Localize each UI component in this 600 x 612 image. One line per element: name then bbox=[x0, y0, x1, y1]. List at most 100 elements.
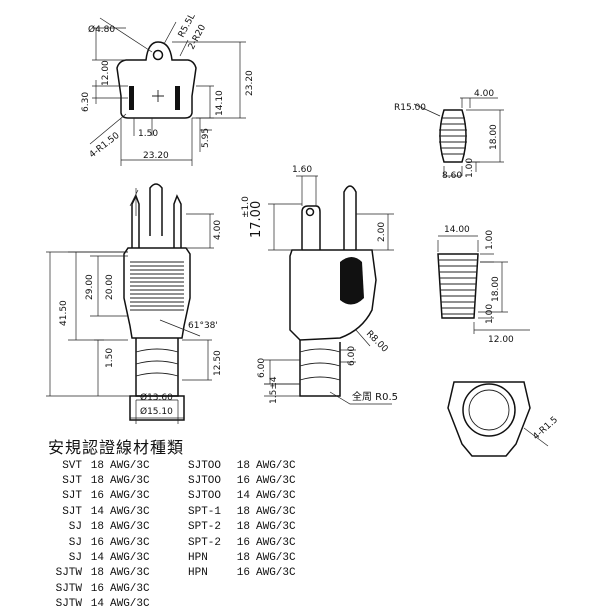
cable-wire: AWG/3C bbox=[256, 536, 296, 549]
cable-wire: AWG/3C bbox=[110, 598, 150, 611]
cable-gauge: 16 bbox=[236, 475, 250, 488]
dim-bottom-corner: 4-R1.5 bbox=[531, 415, 560, 442]
cable-gauge: 18 bbox=[90, 521, 104, 534]
cable-opening bbox=[462, 383, 516, 437]
cable-wire: AWG/3C bbox=[110, 475, 150, 488]
dim-body-height: 14.10 bbox=[215, 90, 225, 116]
strain-relief-front bbox=[135, 338, 179, 397]
dim-ground-offset: 5.95 bbox=[201, 128, 211, 148]
cable-wire: AWG/3C bbox=[256, 567, 296, 580]
dim-hole-dia: Ø4.80 bbox=[88, 24, 115, 35]
dim-strain-relief: 6.00 bbox=[257, 358, 267, 378]
prong-side bbox=[343, 185, 357, 250]
dim-top-height: 12.00 bbox=[101, 60, 111, 86]
cable-gauge: 16 bbox=[236, 536, 250, 549]
cable-type: SJTW bbox=[55, 567, 82, 580]
bottom-view: 4-R1.5 bbox=[447, 381, 560, 457]
dim-slot-span: 6.30 bbox=[81, 92, 91, 112]
spec-table-title: 安規認證線材種類 bbox=[48, 438, 185, 457]
cable-gauge: 16 bbox=[236, 567, 250, 580]
cable-gauge: 18 bbox=[90, 475, 104, 488]
gripper-top-outline bbox=[439, 109, 467, 163]
spec-table-row: HPN 16 AWG/3C bbox=[188, 566, 296, 581]
prong-left bbox=[131, 194, 140, 248]
cable-gauge: 18 bbox=[90, 459, 104, 472]
cable-type: SVT bbox=[62, 459, 82, 472]
dim-side-tolerance: ±1.0 bbox=[241, 196, 251, 218]
cable-gauge: 16 bbox=[90, 536, 104, 549]
strain-relief-side bbox=[299, 340, 341, 397]
cable-gauge: 18 bbox=[90, 567, 104, 580]
cable-type: SJT bbox=[62, 505, 82, 518]
cable-type: SJTOO bbox=[188, 490, 222, 503]
cable-wire: AWG/3C bbox=[256, 505, 296, 518]
plug-body-side bbox=[289, 249, 377, 341]
cable-gauge: 14 bbox=[90, 598, 104, 611]
gripper-top-view: R15.00 4.00 18.00 1.00 8.60 bbox=[394, 89, 504, 181]
spec-table-row: SVT 18 AWG/3C bbox=[34, 458, 150, 473]
dim-prong-offset: 2.00 bbox=[377, 222, 387, 242]
spec-table-row: SJTW 16 AWG/3C bbox=[34, 581, 150, 596]
cable-type: SJTW bbox=[55, 582, 82, 595]
cable-wire: AWG/3C bbox=[110, 521, 150, 534]
cable-wire: AWG/3C bbox=[110, 490, 150, 503]
side-grip-pad bbox=[340, 257, 364, 305]
strain-relief-ribs bbox=[135, 348, 179, 377]
cable-type: SJTOO bbox=[188, 459, 222, 472]
cable-type: SJT bbox=[62, 490, 82, 503]
cable-gauge: 18 bbox=[236, 521, 250, 534]
dim-gripper-top-width: 4.00 bbox=[474, 89, 494, 99]
cable-gauge: 16 bbox=[90, 582, 104, 595]
prong-slot-left bbox=[129, 86, 134, 110]
cable-type: SJTW bbox=[55, 598, 82, 611]
dim-overall-width: 23.20 bbox=[143, 151, 169, 161]
spec-table-row: SJ 18 AWG/3C bbox=[34, 520, 150, 535]
dim-base-dia: Ø15.10 bbox=[140, 406, 173, 417]
dim-slot-width: 1.50 bbox=[138, 129, 158, 139]
cable-gauge: 18 bbox=[236, 459, 250, 472]
pin-hole bbox=[305, 207, 315, 217]
cable-wire: AWG/3C bbox=[110, 505, 150, 518]
dim-pin-hole: 1.60 bbox=[292, 165, 312, 175]
cable-wire: AWG/3C bbox=[256, 475, 296, 488]
ground-pin-side bbox=[301, 205, 321, 250]
ground-pin bbox=[149, 183, 163, 236]
cable-gauge: 14 bbox=[90, 505, 104, 518]
gripper-top-ribs bbox=[439, 117, 467, 155]
spec-table-row: SJT 14 AWG/3C bbox=[34, 504, 150, 519]
cable-type: SJ bbox=[68, 536, 82, 549]
plug-body-front bbox=[123, 247, 191, 339]
dim-base-offset: 1.5±4 bbox=[269, 376, 279, 404]
dim-corner-radius: 4-R1.50 bbox=[88, 131, 122, 161]
dim-overall-height-front: 41.50 bbox=[59, 300, 69, 326]
dim-neck-dia: Ø13.60 bbox=[140, 392, 173, 403]
cable-gauge: 18 bbox=[236, 552, 250, 565]
dim-rib-gap: 6.00 bbox=[347, 346, 357, 366]
bottom-outline bbox=[447, 381, 531, 457]
cable-wire: AWG/3C bbox=[110, 536, 150, 549]
cable-gauge: 18 bbox=[236, 505, 250, 518]
cable-boot bbox=[129, 395, 185, 421]
cable-type: SPT-2 bbox=[188, 536, 222, 549]
dim-gripper-height: 18.00 bbox=[489, 124, 499, 150]
cable-type: SJ bbox=[68, 521, 82, 534]
front-view: 4.00 20.00 29.00 41.50 61°38' 1.50 12.50… bbox=[46, 183, 223, 424]
side-view: 1.60 17.00 ±1.0 2.00 R8.00 6.00 6.00 1.5… bbox=[241, 165, 398, 405]
ground-slot-center bbox=[152, 90, 164, 102]
cable-wire: AWG/3C bbox=[110, 582, 150, 595]
cable-type: SJ bbox=[68, 552, 82, 565]
dim-grip-height: 20.00 bbox=[105, 274, 115, 300]
dim-overall-height: 23.20 bbox=[245, 70, 255, 96]
dim-gripper-side-top: 1.00 bbox=[485, 230, 495, 250]
cable-wire: AWG/3C bbox=[110, 459, 150, 472]
cable-type: HPN bbox=[188, 567, 208, 580]
dim-gripper-side-bottom: 1.00 bbox=[485, 304, 495, 324]
